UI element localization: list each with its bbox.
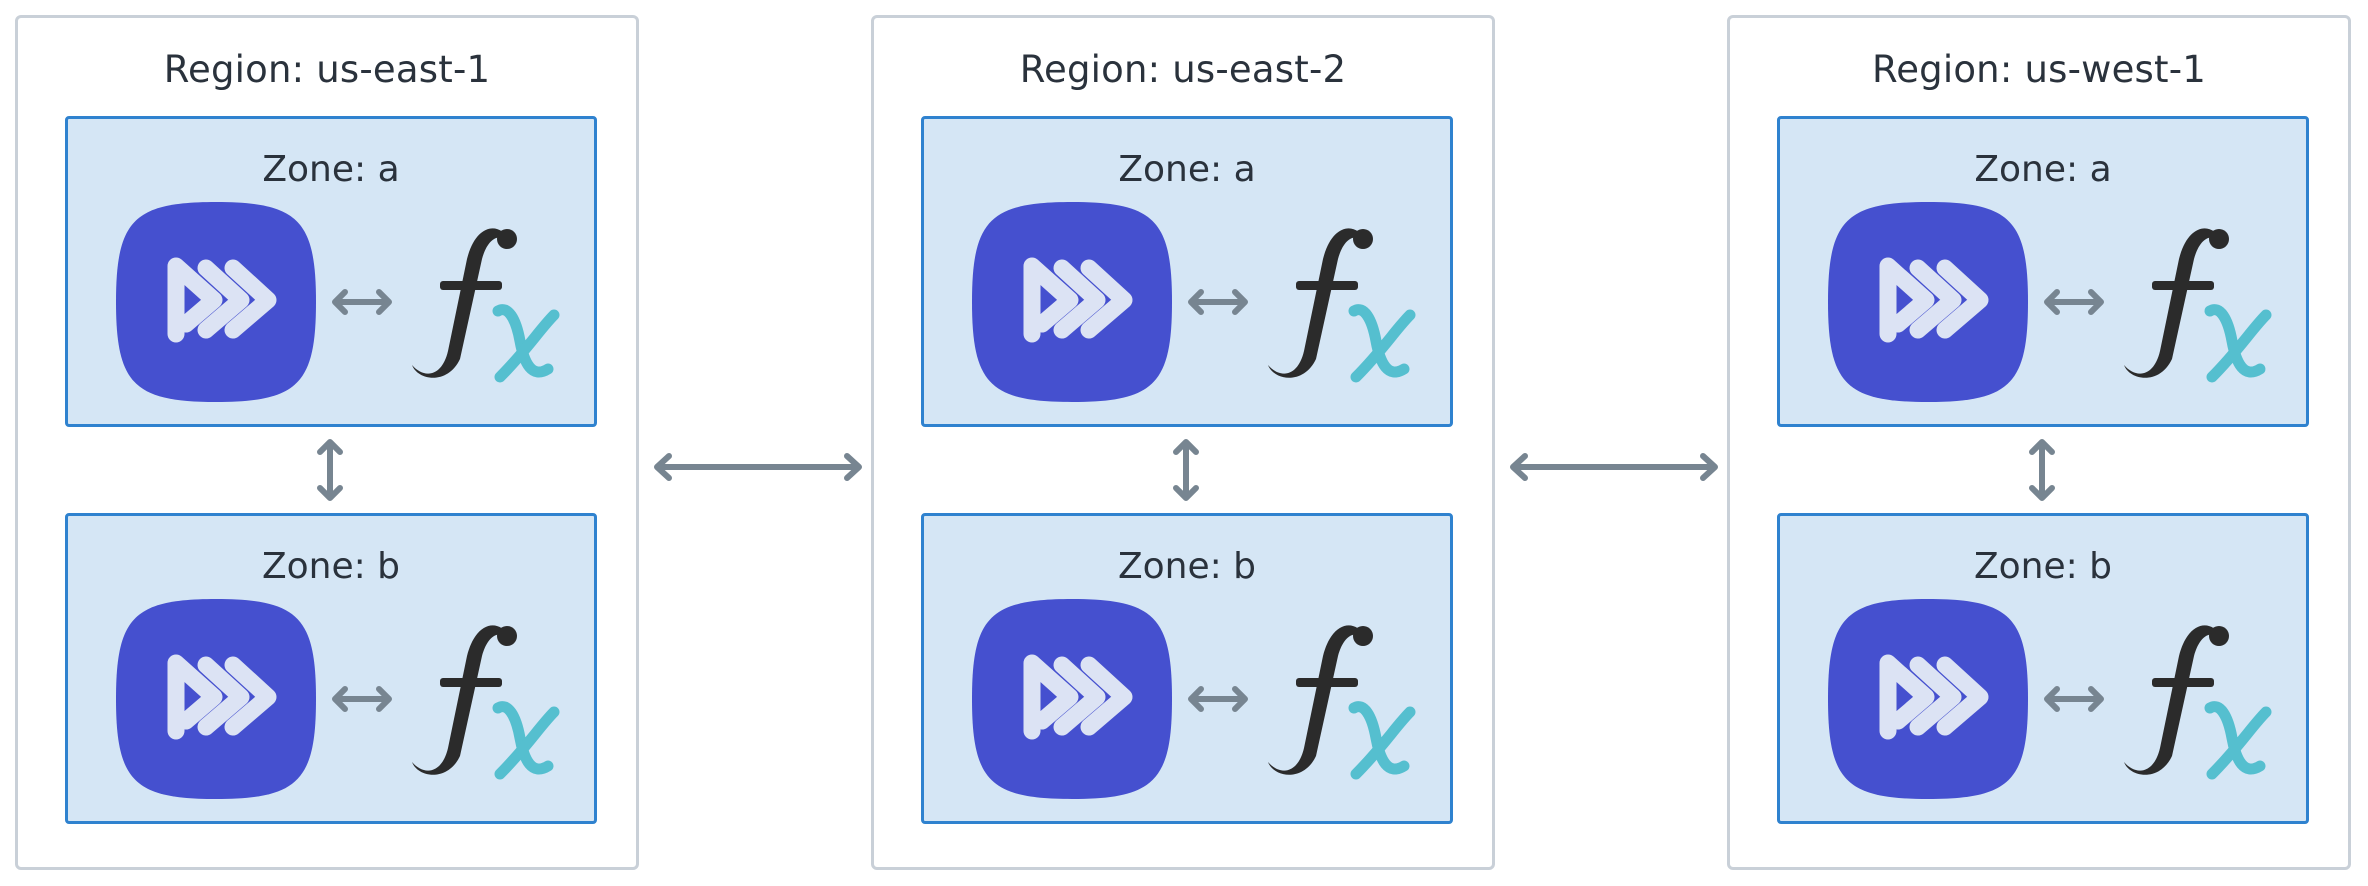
- zone-title: Zone: b: [1973, 546, 2113, 587]
- fx-function-icon: [2124, 625, 2272, 780]
- region-link-arrow-icon: [1510, 453, 1718, 481]
- zone-title: Zone: a: [262, 149, 400, 190]
- fx-function-icon: [1268, 228, 1416, 383]
- fast-forward-play-icon: [1828, 599, 2028, 799]
- region-title: Region: us-east-1: [163, 48, 491, 91]
- fast-forward-play-icon: [972, 202, 1172, 402]
- fx-function-icon: [412, 228, 560, 383]
- fx-function-icon: [1268, 625, 1416, 780]
- zone-title: Zone: a: [1118, 149, 1256, 190]
- region-box: Region: us-west-1 Zone: a: [1727, 15, 2351, 870]
- zone-title: Zone: a: [1974, 149, 2112, 190]
- region-link-arrow-icon: [654, 453, 862, 481]
- fast-forward-play-icon: [972, 599, 1172, 799]
- zone-link-arrow-icon: [1173, 439, 1199, 501]
- region-box: Region: us-east-2 Zone: a: [871, 15, 1495, 870]
- region-box: Region: us-east-1 Zone: a: [15, 15, 639, 870]
- fast-forward-play-icon: [116, 599, 316, 799]
- zone-title: Zone: b: [1117, 546, 1257, 587]
- zone-box: Zone: b: [1777, 513, 2309, 824]
- zone-box: Zone: a: [921, 116, 1453, 427]
- fx-function-icon: [2124, 228, 2272, 383]
- region-title: Region: us-west-1: [1871, 48, 2207, 91]
- bidirectional-arrow-icon: [332, 686, 392, 712]
- bidirectional-arrow-icon: [332, 289, 392, 315]
- zone-box: Zone: a: [1777, 116, 2309, 427]
- zone-title: Zone: b: [261, 546, 401, 587]
- zone-box: Zone: a: [65, 116, 597, 427]
- zone-box: Zone: b: [65, 513, 597, 824]
- zone-link-arrow-icon: [2029, 439, 2055, 501]
- bidirectional-arrow-icon: [2044, 686, 2104, 712]
- fx-function-icon: [412, 625, 560, 780]
- fast-forward-play-icon: [116, 202, 316, 402]
- bidirectional-arrow-icon: [2044, 289, 2104, 315]
- zone-link-arrow-icon: [317, 439, 343, 501]
- bidirectional-arrow-icon: [1188, 686, 1248, 712]
- region-title: Region: us-east-2: [1019, 48, 1347, 91]
- fast-forward-play-icon: [1828, 202, 2028, 402]
- zone-box: Zone: b: [921, 513, 1453, 824]
- bidirectional-arrow-icon: [1188, 289, 1248, 315]
